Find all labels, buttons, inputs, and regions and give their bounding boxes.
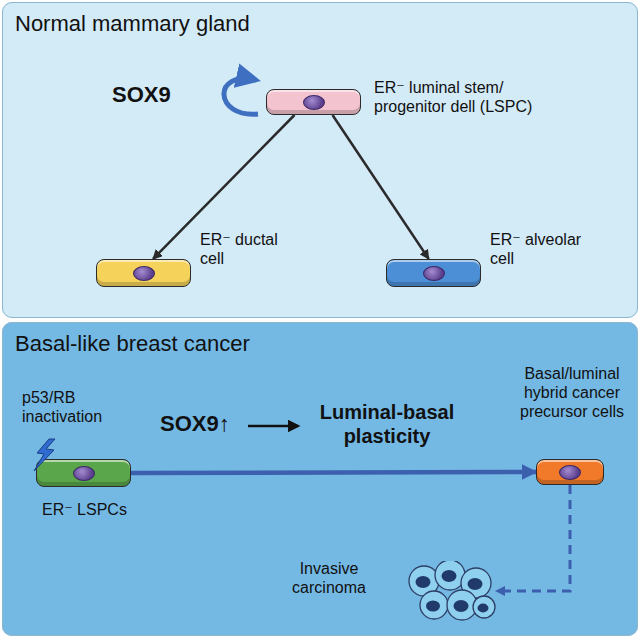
cancer-cells: [406, 561, 496, 621]
nucleus: [478, 604, 489, 613]
cell-label: ER⁻ ductal cell: [200, 230, 292, 268]
nucleus: [559, 465, 581, 480]
panel-title: Normal mammary gland: [15, 11, 415, 37]
annotation-label: Luminal-basal plasticity: [302, 400, 472, 448]
panel-ground: [2, 2, 638, 318]
cell-shape: ER⁻ luminal stem/ progenitor dell (LSPC): [266, 89, 361, 115]
panel-band: Basal-like breast cancer p53/RB inactivat…: [2, 322, 638, 636]
cancer-cell: [435, 561, 465, 590]
cancer-cell: [473, 596, 495, 618]
lightning-bolt: [29, 438, 59, 472]
cell-shape: ER⁻ ductal cell: [96, 259, 191, 287]
nucleus: [133, 266, 155, 281]
nucleus: [73, 466, 95, 481]
cell-label: p53/RB inactivation: [22, 388, 134, 426]
connector-arrow: [333, 115, 429, 259]
nucleus: [416, 576, 431, 588]
lightning-bolt: [34, 439, 55, 471]
annotation-label: SOX9↑: [160, 411, 248, 437]
cell-label: ER⁻ LSPCs: [42, 500, 162, 519]
cell-label: ER⁻ alveolar cell: [490, 230, 600, 268]
panel-title: Basal-like breast cancer: [15, 331, 415, 357]
nucleus: [423, 266, 445, 281]
nucleus: [442, 570, 457, 582]
nucleus: [303, 95, 325, 110]
connector-arrow: [131, 472, 536, 473]
panel-band: Normal mammary glandER⁻ luminal stem/ pr…: [2, 2, 638, 318]
cell-label: ER⁻ luminal stem/ progenitor dell (LSPC): [374, 78, 559, 116]
nucleus: [454, 600, 469, 612]
cell-shape: Basal/luminal hybrid cancer precursor ce…: [536, 459, 604, 485]
cell-shape: ER⁻ alveolar cell: [386, 259, 481, 287]
cell-label: Basal/luminal hybrid cancer precursor ce…: [511, 364, 633, 422]
self-renewal-arrow: [224, 79, 258, 115]
cell-label: Invasive carcinoma: [266, 559, 392, 597]
nucleus: [468, 578, 483, 590]
cell-shape: p53/RB inactivationER⁻ LSPCs: [36, 459, 131, 487]
cancer-cell: [420, 591, 448, 619]
annotation-label: SOX9: [112, 82, 222, 108]
connector-arrow: [496, 485, 570, 591]
induction-arrow: [248, 425, 298, 428]
nucleus: [426, 600, 440, 611]
panel-ground: [2, 322, 638, 636]
carcinoma-cluster: Invasive carcinoma: [406, 561, 496, 621]
cancer-cell: [447, 590, 477, 620]
